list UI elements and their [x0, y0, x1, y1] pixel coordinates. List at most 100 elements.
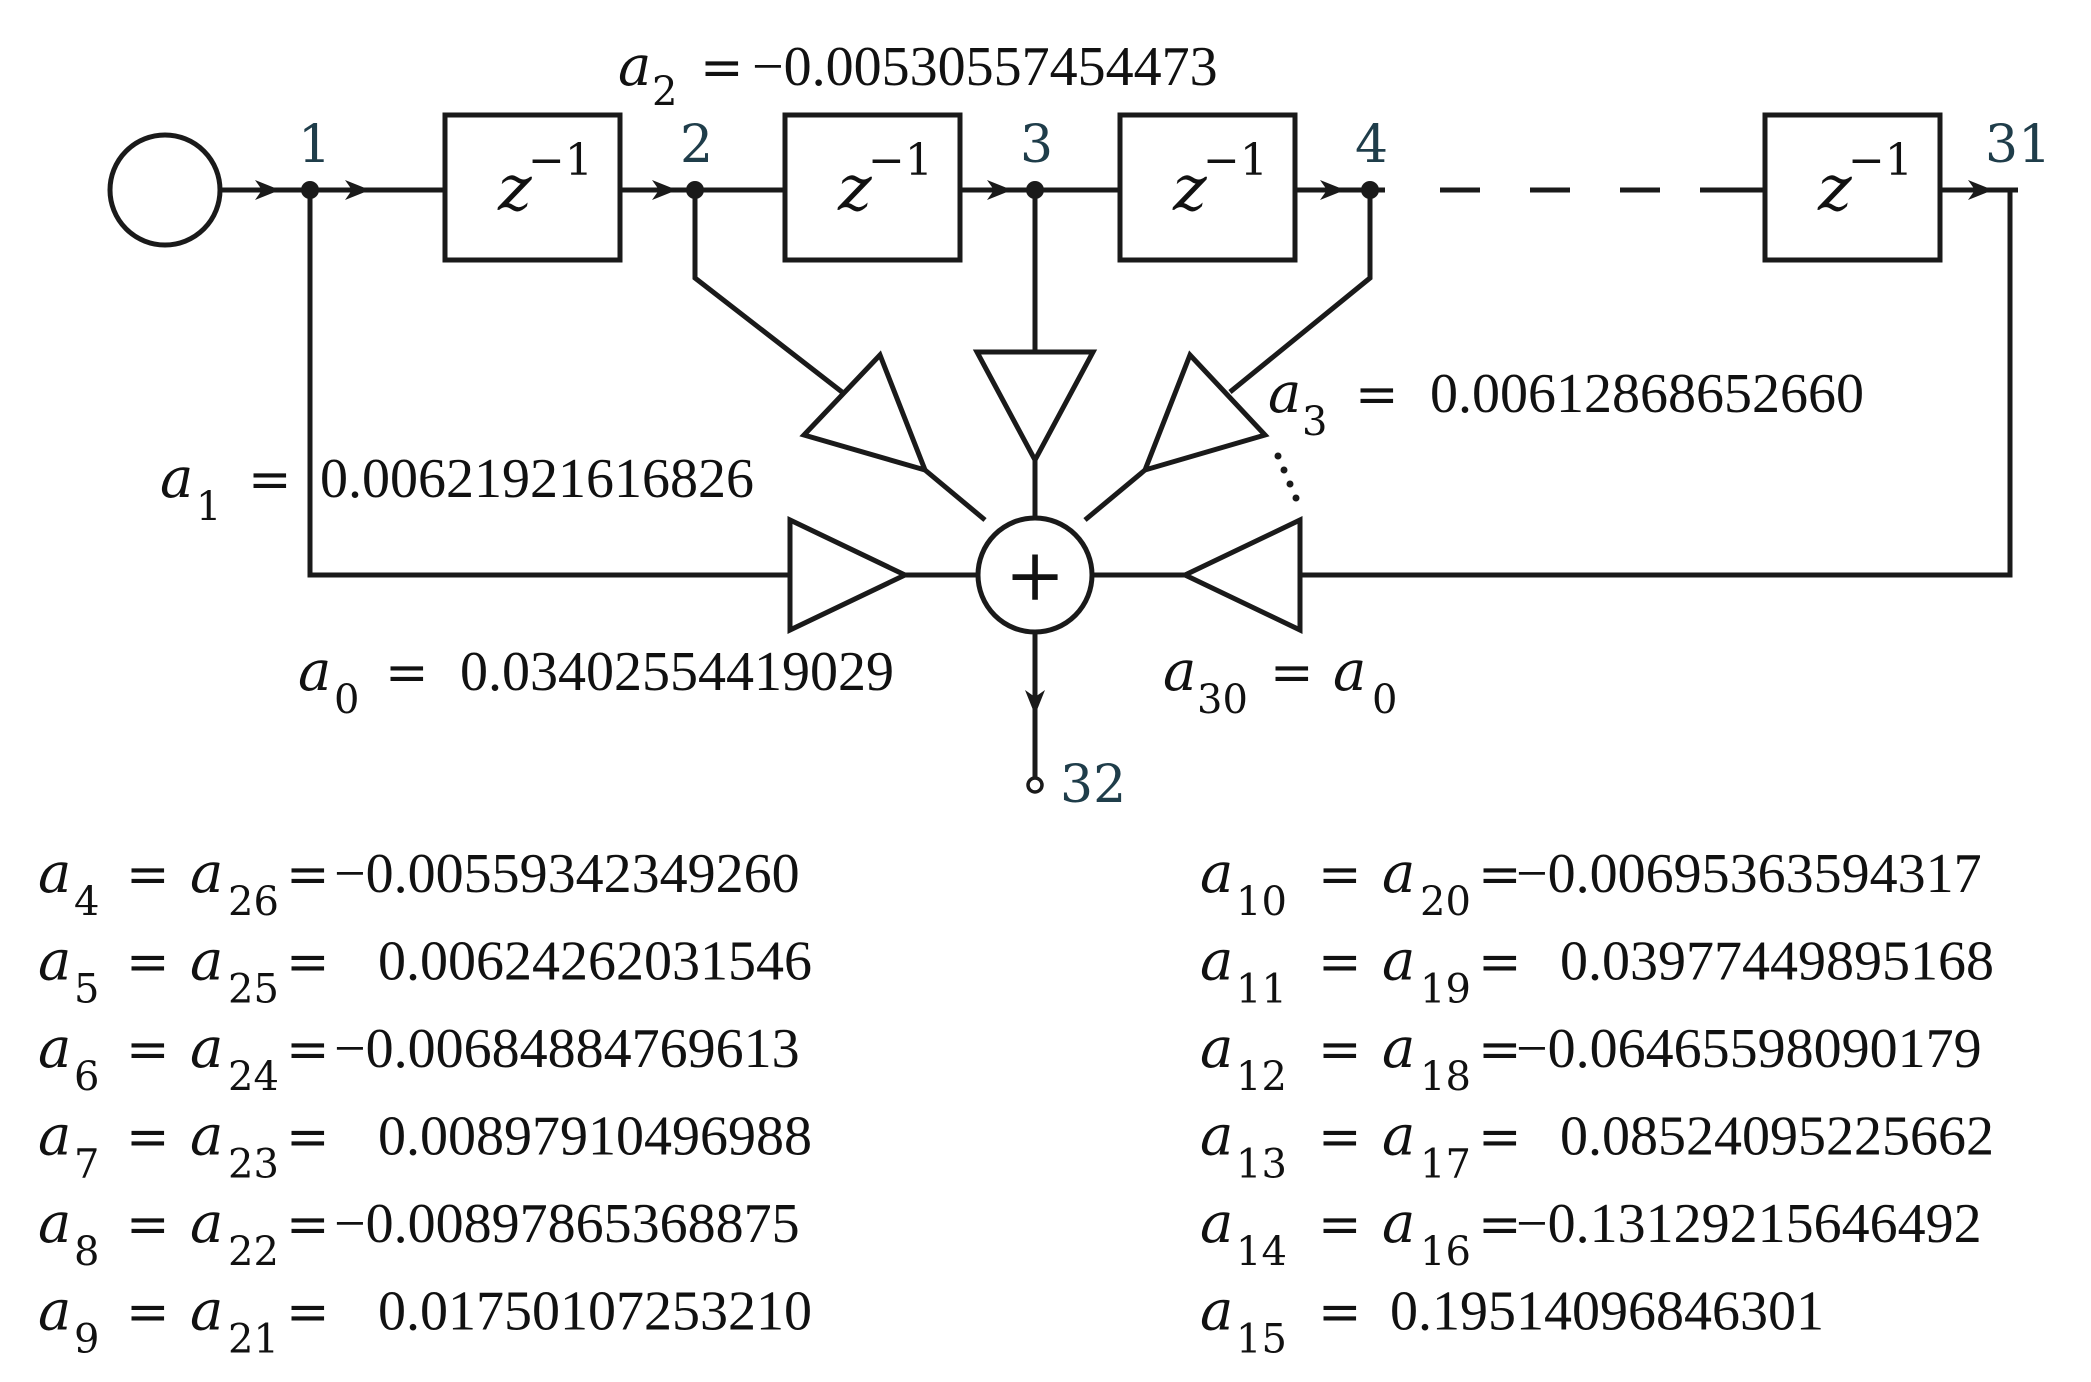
coef-equals-2: =: [1478, 933, 1522, 993]
coef-name: a: [38, 929, 71, 994]
coef-equals: =: [126, 933, 170, 993]
coef-name: a: [1200, 1104, 1233, 1169]
svg-text:30: 30: [1197, 677, 1248, 723]
delay-box-3: z −1: [1117, 112, 1298, 263]
coef-name: a: [38, 1016, 71, 1081]
coef-pair-subscript: 19: [1420, 967, 1471, 1013]
coef-label-a30: a 30 = a 0: [1163, 639, 1397, 723]
coef-subscript: 9: [74, 1317, 99, 1363]
svg-text:a: a: [298, 639, 331, 704]
svg-text:=: =: [1355, 365, 1399, 425]
svg-text:=: =: [248, 450, 292, 510]
coef-pair-name: a: [1382, 929, 1415, 994]
svg-text:2: 2: [652, 69, 677, 115]
coef-subscript: 8: [74, 1229, 99, 1275]
coef-equals: =: [1318, 933, 1362, 993]
input-source-circle: [107, 132, 223, 248]
coef-value: 0.01750107253210: [378, 1281, 812, 1343]
node-label-3: 3: [1020, 115, 1053, 175]
coef-equals-2: =: [1478, 1020, 1522, 1080]
coef-value: −0.06465598090179: [1516, 1018, 1982, 1080]
coef-label-a3: a 3 = 0.00612868652660: [1268, 361, 1864, 445]
svg-text:1: 1: [196, 484, 221, 530]
coef-subscript: 5: [74, 967, 99, 1013]
delay-box-2: z −1: [782, 112, 963, 263]
coef-name: a: [1200, 841, 1233, 906]
coef-value: −0.13129215646492: [1516, 1193, 1982, 1255]
coef-subscript: 15: [1236, 1317, 1287, 1363]
coef-pair-name: a: [190, 841, 223, 906]
coef-equals-2: =: [286, 933, 330, 993]
svg-text:0.00612868652660: 0.00612868652660: [1430, 363, 1864, 425]
coef-equals: =: [1318, 1020, 1362, 1080]
svg-text:a: a: [1163, 639, 1196, 704]
coef-pair-name: a: [1382, 841, 1415, 906]
coef-name: a: [38, 1104, 71, 1169]
coef-equals: =: [1318, 1108, 1362, 1168]
coef-subscript: 11: [1236, 967, 1287, 1013]
coef-pair-subscript: 20: [1420, 879, 1471, 925]
delay-label-base: z: [497, 152, 533, 226]
coef-pair-subscript: 16: [1420, 1229, 1471, 1275]
delay-label-exp: −1: [868, 135, 933, 186]
delay-label-exp: −1: [528, 135, 593, 186]
coef-subscript: 13: [1236, 1142, 1287, 1188]
delay-box-30: z −1: [1762, 112, 1943, 263]
multiplier-a0: [787, 516, 911, 634]
coef-subscript: 14: [1236, 1229, 1287, 1275]
delay-label-base: z: [1172, 152, 1208, 226]
coef-subscript: 7: [74, 1142, 99, 1188]
coef-value: −0.00695363594317: [1516, 843, 1982, 905]
coef-pair-name: a: [1382, 1016, 1415, 1081]
svg-text:0.03402554419029: 0.03402554419029: [460, 641, 894, 703]
coef-pair-subscript: 25: [228, 967, 279, 1013]
svg-text:3: 3: [1302, 399, 1327, 445]
coef-pair-name: a: [1382, 1104, 1415, 1169]
coef-equals-2: =: [1478, 1108, 1522, 1168]
multiplier-a3: [1140, 350, 1270, 474]
svg-text:=: =: [1270, 643, 1314, 703]
coef-equals: =: [126, 1283, 170, 1343]
coef-name: a: [1200, 1016, 1233, 1081]
flow-arrows: [255, 180, 1993, 200]
svg-text:=: =: [700, 38, 744, 98]
coef-subscript: 12: [1236, 1054, 1287, 1100]
coef-label-a0: a 0 = 0.03402554419029: [298, 639, 894, 723]
coef-pair-name: a: [190, 929, 223, 994]
coef-pair-name: a: [190, 1191, 223, 1256]
output-terminal: [1026, 776, 1044, 794]
coef-label-a1: a 1 = 0.00621921616826: [160, 446, 754, 530]
coef-value: −0.00897865368875: [334, 1193, 800, 1255]
coef-name: a: [38, 1279, 71, 1344]
coef-value: 0.19514096846301: [1390, 1281, 1824, 1343]
svg-text:0.00621921616826: 0.00621921616826: [320, 448, 754, 510]
svg-text:0: 0: [1372, 677, 1397, 723]
coef-pair-subscript: 22: [228, 1229, 279, 1275]
delay-label-base: z: [837, 152, 873, 226]
delay-label-base: z: [1817, 152, 1853, 226]
coef-equals-2: =: [286, 1195, 330, 1255]
svg-text:−0.00530557454473: −0.00530557454473: [752, 36, 1218, 98]
node-label-1: 1: [298, 115, 331, 175]
svg-text:a: a: [1333, 639, 1366, 704]
coef-pair-name: a: [190, 1016, 223, 1081]
coef-pair-name: a: [190, 1279, 223, 1344]
coef-pair-name: a: [190, 1104, 223, 1169]
node-label-31: 31: [1985, 115, 2051, 175]
node-label-32: 32: [1060, 755, 1126, 815]
coef-equals: =: [126, 1108, 170, 1168]
coef-value: 0.00897910496988: [378, 1106, 812, 1168]
coef-value: −0.00684884769613: [334, 1018, 800, 1080]
coef-name: a: [1200, 1191, 1233, 1256]
coef-equals: =: [1318, 1283, 1362, 1343]
